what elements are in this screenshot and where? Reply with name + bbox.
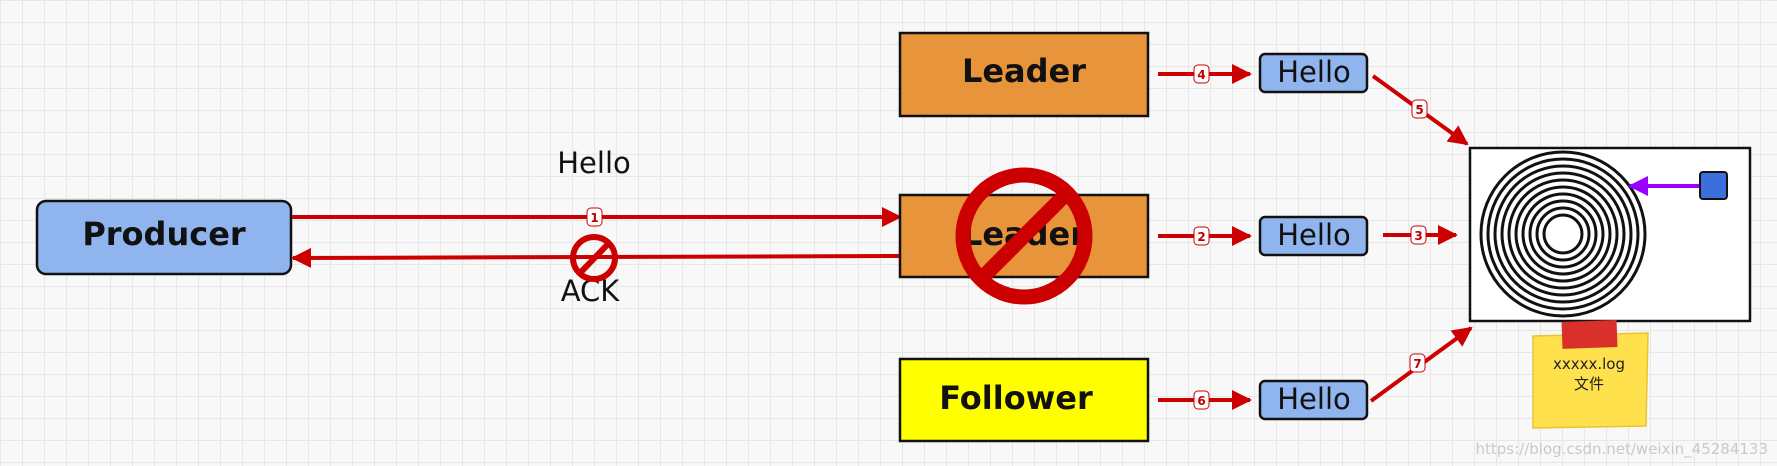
leader-failed-prohibit-icon (955, 167, 1093, 305)
note-filename: xxxxx.log (1553, 355, 1625, 373)
leader-top-label: Leader (962, 52, 1086, 90)
log-disk (1468, 146, 1752, 323)
svg-text:7: 7 (1413, 357, 1421, 371)
svg-text:6: 6 (1197, 394, 1205, 408)
read-head-icon (1699, 171, 1728, 200)
leader-mid-node: Leader (898, 167, 1150, 305)
hello-top-label: Hello (1277, 55, 1351, 89)
svg-text:1: 1 (590, 211, 598, 225)
follower-box (898, 357, 1150, 443)
log-file-note: xxxxx.log 文件 (1532, 320, 1649, 429)
step-badge-2: 2 (1193, 226, 1210, 246)
producer-node: Producer (35, 199, 293, 276)
step-badge-4: 4 (1193, 64, 1210, 84)
ack-blocked-icon (570, 234, 618, 282)
follower-node: Follower (898, 357, 1150, 443)
note-tape (1561, 320, 1618, 349)
svg-text:3: 3 (1414, 229, 1422, 243)
hello-box-bottom: Hello (1258, 379, 1369, 421)
leader-top-box (898, 31, 1150, 118)
hello-message-label: Hello (557, 146, 631, 180)
step-badge-1: 1 (586, 207, 603, 227)
hello-mid-label: Hello (1277, 218, 1351, 252)
hello-box-mid: Hello (1258, 215, 1369, 257)
producer-label: Producer (82, 215, 246, 253)
svg-text:4: 4 (1197, 68, 1205, 82)
hello-box-top: Hello (1258, 52, 1369, 94)
follower-label: Follower (939, 379, 1093, 417)
note-file-label: 文件 (1574, 375, 1604, 393)
step-badge-7: 7 (1409, 353, 1426, 373)
svg-text:2: 2 (1197, 230, 1205, 244)
disk-platter-icon (1479, 150, 1647, 318)
step-badge-3: 3 (1410, 225, 1427, 245)
step-badge-5: 5 (1411, 99, 1428, 119)
step-badge-6: 6 (1193, 390, 1210, 410)
producer-box (35, 199, 293, 276)
leader-top-node: Leader (898, 31, 1150, 118)
watermark-text: https://blog.csdn.net/weixin_45284133 (1475, 440, 1768, 459)
svg-text:5: 5 (1415, 103, 1423, 117)
hello-bottom-label: Hello (1277, 382, 1351, 416)
